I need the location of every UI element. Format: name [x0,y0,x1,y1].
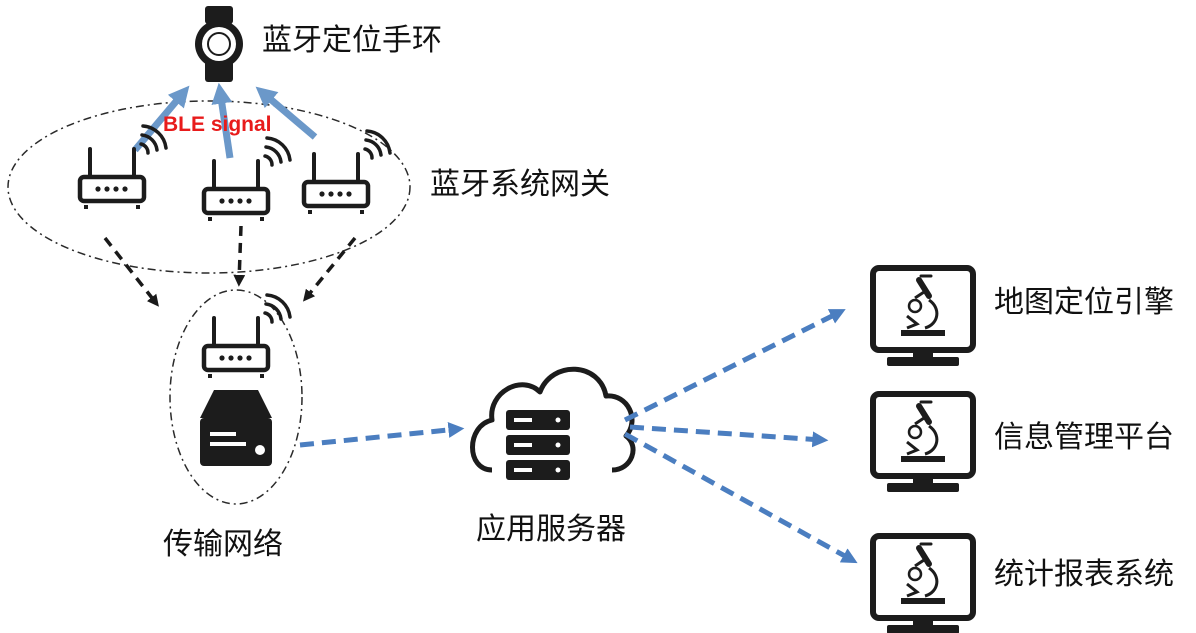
label-transport-network: 传输网络 [163,527,283,562]
label-map-location-engine: 地图定位引擎 [994,285,1174,320]
label-ble-signal: BLE signal [163,113,272,136]
monitor-microscope-icon [873,268,973,366]
wifi-router-icon [204,138,290,221]
wifi-router-icon [304,131,390,214]
ble-signal-arrows [132,82,318,159]
monitor-microscope-icon [873,394,973,492]
wifi-router-icon [80,126,166,209]
transport-to-server-arrow [299,422,465,448]
label-bluetooth-bracelet: 蓝牙定位手环 [262,23,442,58]
label-bluetooth-gateways: 蓝牙系统网关 [430,167,610,202]
gateway-group-outline [7,100,411,274]
gateway-uplink-arrows [103,225,357,307]
wifi-router-icon [204,295,290,378]
smartwatch-icon [195,6,243,82]
label-statistics-report-system: 统计报表系统 [994,557,1174,592]
transport-group-outline [169,289,303,505]
monitor-microscope-icon [873,536,973,633]
label-info-management-platform: 信息管理平台 [994,420,1174,455]
server-downlink-arrows [623,309,858,564]
cloud-server-icon [470,366,636,480]
storage-drive-icon [200,390,272,466]
label-application-server: 应用服务器 [476,512,626,547]
